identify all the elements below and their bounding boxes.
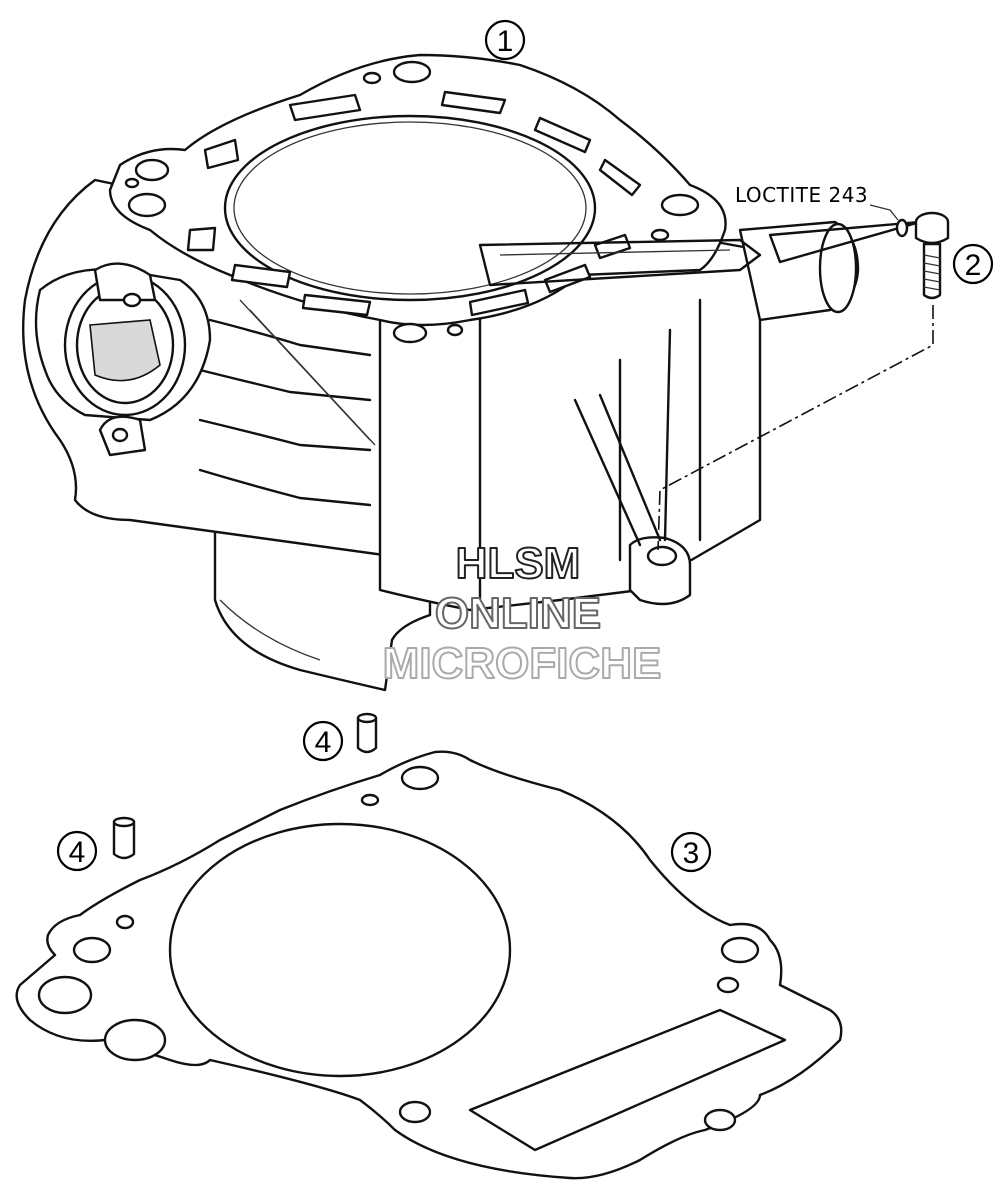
gasket-part bbox=[15, 750, 843, 1180]
callout-4-left: 4 bbox=[56, 830, 98, 872]
cylinder-part bbox=[22, 53, 922, 692]
callout-1-label: 1 bbox=[497, 25, 514, 58]
callout-1: 1 bbox=[484, 19, 526, 61]
callout-3: 3 bbox=[670, 831, 712, 873]
loctite-note: LOCTITE 243 bbox=[735, 183, 868, 207]
watermark: HLSM ONLINE MICROFICHE bbox=[382, 538, 663, 689]
callout-4-top: 4 bbox=[302, 720, 344, 762]
loctite-leader bbox=[869, 204, 899, 221]
washer-mark bbox=[895, 218, 909, 238]
callout-3-label: 3 bbox=[683, 837, 700, 870]
watermark-line-2: ONLINE bbox=[435, 589, 601, 638]
callout-4-left-label: 4 bbox=[69, 836, 86, 869]
watermark-line-1: HLSM bbox=[456, 539, 581, 588]
callout-2-label: 2 bbox=[965, 249, 982, 282]
bolt-part bbox=[914, 211, 950, 300]
callout-4-top-label: 4 bbox=[315, 726, 332, 759]
dowel-pin-top bbox=[356, 712, 378, 754]
assembly-line bbox=[657, 305, 934, 551]
watermark-line-3: MICROFICHE bbox=[383, 639, 662, 688]
callout-2: 2 bbox=[952, 243, 994, 285]
dowel-pin-left bbox=[112, 816, 136, 860]
